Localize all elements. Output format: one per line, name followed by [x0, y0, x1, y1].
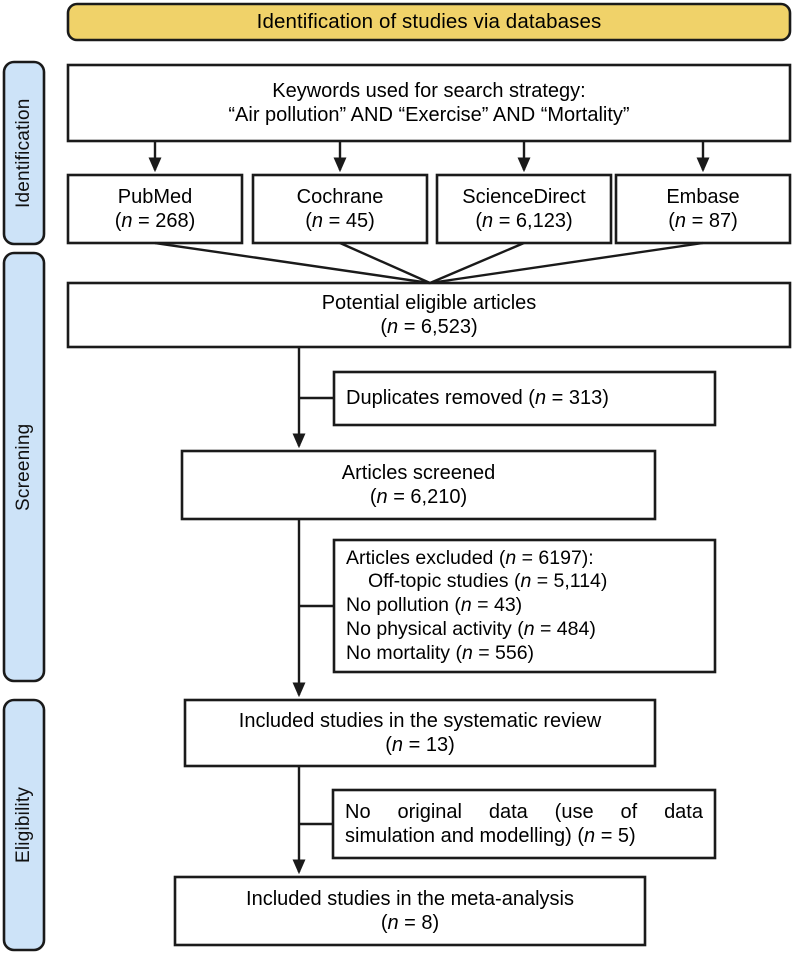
keywords-line-1: Keywords used for search strategy:: [272, 79, 586, 102]
duplicates-removed-line: Duplicates removed (n = 313): [346, 387, 609, 410]
text-database-embase: Embase (n = 87): [616, 175, 790, 243]
articles-screened-count: (n = 6,210): [369, 486, 468, 508]
phase-bar-eligibility: [2, 698, 46, 952]
text-potential-eligible: Potential eligible articles (n = 6,523): [68, 283, 790, 347]
box-no-original-data: [331, 788, 717, 860]
box-included-meta-analysis: [173, 875, 647, 947]
box-articles-screened: [180, 449, 657, 521]
text-no-original-data: No original data (use of data simulation…: [333, 790, 715, 858]
included-sr-line: Included studies in the systematic revie…: [238, 709, 602, 732]
box-database-sciencedirect: [435, 173, 613, 245]
text-duplicates-removed: Duplicates removed (n = 313): [334, 372, 715, 425]
articles-excluded-reason-4: No mortality (n = 556): [346, 641, 535, 664]
keywords-line-2: “Air pollution” AND “Exercise” AND “Mort…: [228, 104, 630, 126]
included-sr-count: (n = 13): [385, 734, 455, 756]
no-original-data-line-2: simulation and modelling) (n = 5): [345, 825, 636, 847]
text-included-meta-analysis: Included studies in the meta-analysis (n…: [175, 877, 645, 945]
phase-label-screening: Screening: [13, 423, 34, 511]
pubmed-name: PubMed: [117, 185, 193, 208]
included-ma-count: (n = 8): [380, 912, 440, 934]
phase-label-eligibility: Eligibility: [13, 786, 34, 864]
connector-cochrane-potential: [339, 241, 431, 285]
articles-screened-line: Articles screened: [341, 461, 496, 484]
text-articles-screened: Articles screened (n = 6,210): [182, 451, 655, 519]
header-title: Identification of studies via databases: [256, 10, 602, 33]
potential-eligible-line: Potential eligible articles: [321, 291, 537, 314]
box-database-pubmed: [66, 173, 244, 245]
articles-excluded-reason-3: No physical activity (n = 484): [346, 617, 596, 640]
articles-excluded-reason-1: Off-topic studies (n = 5,114): [368, 570, 608, 593]
text-database-cochrane: Cochrane (n = 45): [253, 175, 427, 243]
included-ma-line: Included studies in the meta-analysis: [246, 887, 574, 910]
phase-bar-screening: [2, 251, 46, 683]
text-keywords: Keywords used for search strategy: “Air …: [68, 65, 790, 141]
potential-eligible-count: (n = 6,523): [380, 316, 478, 338]
text-articles-excluded: Articles excluded (n = 6197): Off-topic …: [334, 540, 715, 672]
connector-pubmed-potential: [154, 241, 431, 285]
articles-excluded-heading: Articles excluded (n = 6197):: [346, 546, 594, 569]
text-database-pubmed: PubMed (n = 268): [68, 175, 242, 243]
box-potential-eligible: [66, 281, 792, 349]
header-banner: [66, 2, 792, 42]
cochrane-name: Cochrane: [296, 185, 384, 208]
connector-sciencedirect-potential: [429, 241, 525, 285]
phase-label-identification: Identification: [13, 98, 34, 208]
cochrane-count: (n = 45): [305, 210, 375, 232]
box-included-systematic-review: [183, 698, 657, 768]
box-keywords: [66, 63, 792, 143]
pubmed-count: (n = 268): [114, 210, 196, 232]
sciencedirect-count: (n = 6,123): [475, 210, 573, 232]
articles-excluded-reason-2: No pollution (n = 43): [346, 594, 523, 617]
text-included-systematic-review: Included studies in the systematic revie…: [185, 700, 655, 766]
embase-name: Embase: [666, 185, 740, 208]
sciencedirect-name: ScienceDirect: [462, 185, 586, 208]
no-original-data-line-1: No original data (use of data: [345, 800, 703, 823]
text-database-sciencedirect: ScienceDirect (n = 6,123): [437, 175, 611, 243]
connector-embase-potential: [429, 241, 704, 285]
box-articles-excluded: [332, 538, 717, 674]
phase-bar-identification: [2, 60, 46, 246]
embase-count: (n = 87): [668, 210, 738, 232]
